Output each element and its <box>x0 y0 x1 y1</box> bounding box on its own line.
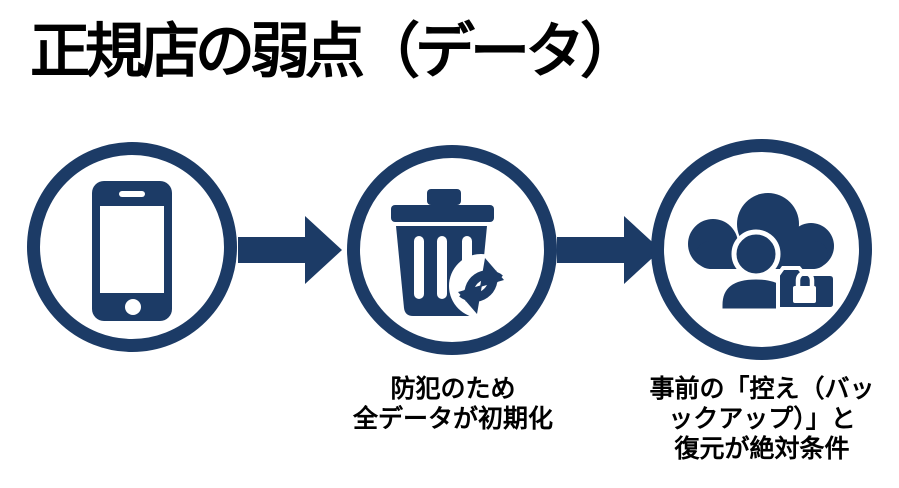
caption-backup-line-3: 復元が絶対条件 <box>674 434 850 463</box>
arrow-right-icon <box>557 216 661 288</box>
caption-wipe: 防犯のため 全データが初期化 <box>317 374 589 434</box>
step-circle-wipe <box>347 145 557 355</box>
smartphone-icon <box>92 181 172 321</box>
arrow-right-icon <box>238 216 342 288</box>
page-title: 正規店の弱点（データ） <box>30 17 640 87</box>
trash-recycle-icon <box>390 189 514 319</box>
caption-wipe-line-1: 防犯のため <box>390 374 516 403</box>
step-circle-phone <box>27 142 237 352</box>
cloud-user-lock-icon <box>686 192 838 311</box>
caption-wipe-line-2: 全データが初期化 <box>352 404 553 433</box>
step-circle-backup <box>651 139 872 360</box>
caption-backup-line-2: ックアップ）」と <box>668 404 856 433</box>
caption-backup-line-1: 事前の「控え（バッ <box>649 374 875 403</box>
caption-backup: 事前の「控え（バッ ックアップ）」と 復元が絶対条件 <box>632 374 892 464</box>
